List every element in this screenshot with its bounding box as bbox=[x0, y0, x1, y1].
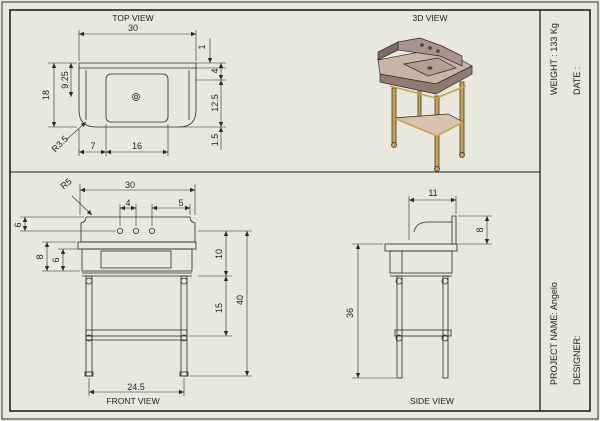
side-view-title: SIDE VIEW bbox=[410, 396, 454, 406]
side-leg-front bbox=[396, 275, 403, 379]
dim-side-36: 36 bbox=[345, 308, 355, 318]
dim-front-10: 10 bbox=[214, 249, 224, 259]
iso-view-title: 3D VIEW bbox=[413, 13, 448, 23]
front-top-slab bbox=[77, 241, 197, 250]
iso-view bbox=[377, 37, 473, 172]
drawing-frame bbox=[9, 9, 591, 412]
project-name-label: PROJECT NAME: Angelo bbox=[549, 282, 559, 385]
front-view bbox=[77, 216, 197, 377]
top-view bbox=[78, 62, 197, 128]
dim-front-6-backsplash: 6 bbox=[13, 222, 23, 227]
dim-top-15: 1.5 bbox=[210, 134, 220, 147]
top-view-dimensions bbox=[48, 30, 226, 156]
side-view-dimensions bbox=[352, 196, 492, 379]
weight-label: WEIGHT : 133 Kg bbox=[549, 23, 559, 95]
dim-top-925: 9.25 bbox=[60, 71, 70, 89]
dim-top-18: 18 bbox=[41, 90, 51, 100]
front-leg-right bbox=[180, 275, 188, 377]
dim-top-width: 30 bbox=[128, 23, 138, 33]
front-tap-hole-center bbox=[132, 227, 139, 234]
front-tap-hole-right bbox=[148, 227, 155, 234]
dim-top-7: 7 bbox=[90, 141, 95, 151]
dim-top-4: 4 bbox=[210, 68, 220, 73]
side-shelf bbox=[394, 329, 452, 337]
top-view-basin bbox=[105, 73, 169, 123]
side-leg-back bbox=[442, 275, 449, 379]
front-apron bbox=[81, 248, 193, 272]
top-view-drain bbox=[132, 93, 140, 101]
designer-label: DESIGNER: bbox=[572, 335, 582, 385]
dim-top-1: 1 bbox=[197, 44, 207, 49]
top-view-outline bbox=[78, 62, 197, 128]
top-view-title: TOP VIEW bbox=[112, 13, 153, 23]
iso-backsplash bbox=[397, 37, 463, 67]
side-apron bbox=[389, 250, 453, 274]
side-backsplash bbox=[451, 215, 457, 245]
dim-side-11: 11 bbox=[428, 188, 437, 198]
dim-front-5: 5 bbox=[178, 198, 183, 208]
front-view-title: FRONT VIEW bbox=[106, 396, 159, 406]
front-leg-left bbox=[85, 275, 93, 377]
dim-front-40: 40 bbox=[235, 295, 245, 305]
front-shelf bbox=[85, 329, 188, 337]
front-tap-hole-left bbox=[117, 227, 124, 234]
dim-front-245: 24.5 bbox=[127, 382, 145, 392]
front-view-dimensions bbox=[20, 184, 252, 396]
dim-front-15: 15 bbox=[214, 303, 224, 313]
date-label: DATE : bbox=[572, 67, 582, 95]
dim-front-4: 4 bbox=[125, 198, 130, 208]
dim-front-8: 8 bbox=[35, 254, 45, 259]
dim-front-r5: R5 bbox=[58, 176, 73, 191]
dim-top-125: 12.5 bbox=[210, 94, 220, 112]
dim-top-16: 16 bbox=[132, 141, 142, 151]
side-top-slab bbox=[384, 243, 458, 252]
dim-side-8: 8 bbox=[475, 227, 485, 232]
dim-front-6-apron: 6 bbox=[51, 257, 61, 262]
dim-top-r35: R3.5 bbox=[50, 134, 71, 155]
dim-front-30: 30 bbox=[125, 180, 135, 190]
side-view bbox=[384, 215, 458, 379]
